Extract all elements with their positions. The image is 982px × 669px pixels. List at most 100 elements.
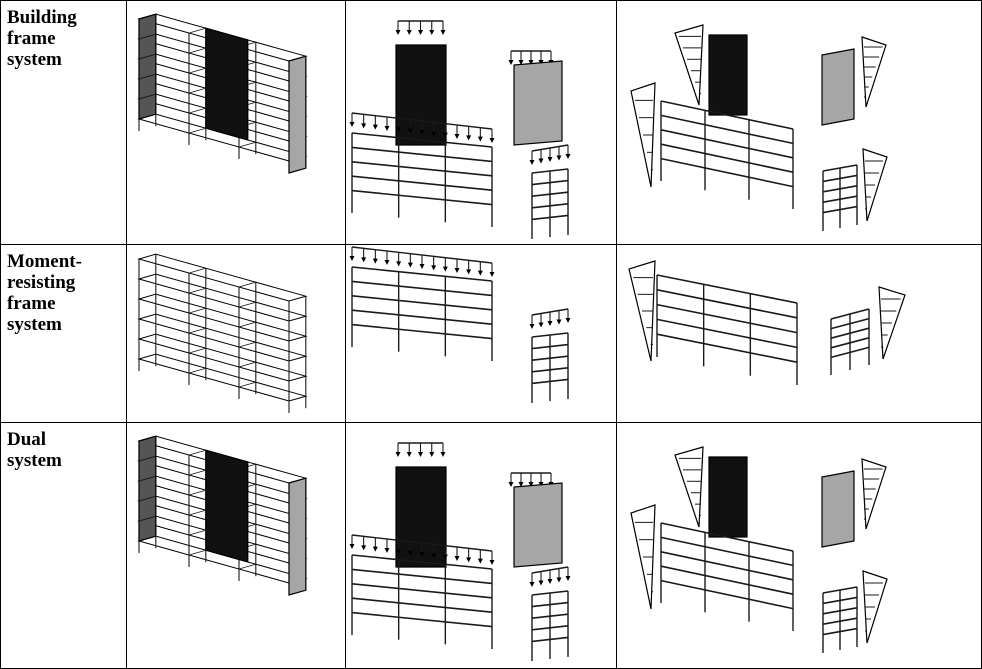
- row-label-cell: Moment- resisting frame system: [1, 245, 127, 423]
- arrow-head: [385, 260, 390, 265]
- floor-beam: [189, 48, 206, 53]
- lateral-load-grey-wall: [862, 459, 886, 529]
- lateral-load-long-frame: [629, 261, 655, 361]
- load-arrows-short-frame: [530, 567, 571, 587]
- beam: [661, 159, 793, 187]
- arrow-head: [373, 125, 378, 130]
- long-frame: [352, 555, 492, 649]
- floor-beam: [189, 88, 206, 93]
- floor-beam: [239, 282, 256, 287]
- shear-wall-right: [289, 56, 306, 173]
- arrow-head: [373, 259, 378, 264]
- arrow-head: [350, 256, 355, 261]
- arrow-head: [418, 30, 423, 35]
- arrow-head: [539, 323, 544, 328]
- arrow-head: [373, 547, 378, 552]
- building-model: [139, 436, 306, 595]
- arrow-head: [478, 559, 483, 564]
- short-frame: [823, 587, 857, 653]
- beam: [657, 305, 797, 333]
- arrow-head: [466, 269, 471, 274]
- row-building-frame: Building frame system: [1, 1, 982, 245]
- lateral-load-dark-wall: [675, 447, 703, 527]
- arrow-head: [466, 557, 471, 562]
- arrow-head: [490, 138, 495, 143]
- gravity-load-diagram: [346, 423, 616, 668]
- beam: [352, 325, 492, 339]
- arrow-head: [429, 30, 434, 35]
- long-frame: [352, 267, 492, 361]
- lateral-load-short-frame: [879, 287, 905, 359]
- beam: [657, 290, 797, 318]
- floor-beam: [189, 550, 206, 555]
- arrow-head: [361, 257, 366, 262]
- arrow-head: [478, 271, 483, 276]
- cell-lateral: [617, 423, 982, 669]
- floor-beam: [189, 328, 206, 333]
- short-frame: [532, 169, 568, 239]
- beam: [661, 537, 793, 565]
- arrow-head: [490, 272, 495, 277]
- floor-beam: [189, 470, 206, 475]
- arrow-head: [385, 548, 390, 553]
- load-arrows-long-frame: [350, 247, 495, 277]
- short-frame: [532, 591, 568, 661]
- arrow-head: [407, 30, 412, 35]
- floor-beam: [189, 108, 206, 113]
- lateral-load-short-frame: [863, 149, 887, 221]
- floor-outline: [139, 294, 306, 341]
- load-triangle: [675, 25, 703, 105]
- floor-beam: [239, 142, 256, 147]
- gravity-load-diagram: [346, 1, 616, 244]
- beam: [352, 147, 492, 161]
- lateral-load-diagram: [617, 423, 981, 668]
- load-arrows-dark-wall: [396, 443, 446, 457]
- arrow-head: [530, 324, 535, 329]
- cell-loads: [346, 245, 617, 423]
- row-label-cell: Dual system: [1, 423, 127, 669]
- arrow-head: [509, 60, 514, 65]
- arrow-head: [490, 560, 495, 565]
- shear-wall-grey: [514, 483, 562, 567]
- arrow-head: [530, 582, 535, 587]
- gravity-load-diagram: [346, 245, 616, 422]
- lateral-load-long-frame: [631, 505, 655, 609]
- arrow-head: [557, 320, 562, 325]
- building-3d-diagram: [127, 1, 345, 244]
- building-model: [139, 14, 306, 173]
- arrow-head: [443, 267, 448, 272]
- arrow-head: [466, 135, 471, 140]
- floor-outline: [139, 334, 306, 381]
- arrow-head: [530, 160, 535, 165]
- arrow-head: [557, 156, 562, 161]
- floor-outline: [139, 254, 306, 301]
- lateral-load-dark-wall: [675, 25, 703, 105]
- cell-lateral: [617, 1, 982, 245]
- load-arrows-short-frame: [530, 145, 571, 165]
- load-arrows-dark-wall: [396, 21, 446, 35]
- beam: [352, 310, 492, 324]
- lateral-load-diagram: [617, 245, 981, 422]
- arrow-head: [418, 452, 423, 457]
- arrow-head: [539, 159, 544, 164]
- shear-wall-left: [139, 436, 156, 541]
- floor-beam: [189, 128, 206, 133]
- floor-beam: [239, 564, 256, 569]
- arrow-head: [566, 154, 571, 159]
- arrow-head: [441, 30, 446, 35]
- shear-wall-grey: [822, 471, 854, 547]
- shear-wall-grey: [822, 49, 854, 125]
- cell-lateral: [617, 245, 982, 423]
- arrow-head: [407, 452, 412, 457]
- beam: [661, 566, 793, 594]
- floor-beam: [189, 288, 206, 293]
- arrow-head: [408, 263, 413, 268]
- short-frame: [823, 165, 857, 231]
- beam: [657, 334, 797, 362]
- shear-wall-interior: [206, 450, 248, 562]
- beam: [352, 281, 492, 295]
- arrow-head: [548, 579, 553, 584]
- building-model: [139, 254, 306, 413]
- beam: [657, 319, 797, 347]
- floor-beam: [239, 342, 256, 347]
